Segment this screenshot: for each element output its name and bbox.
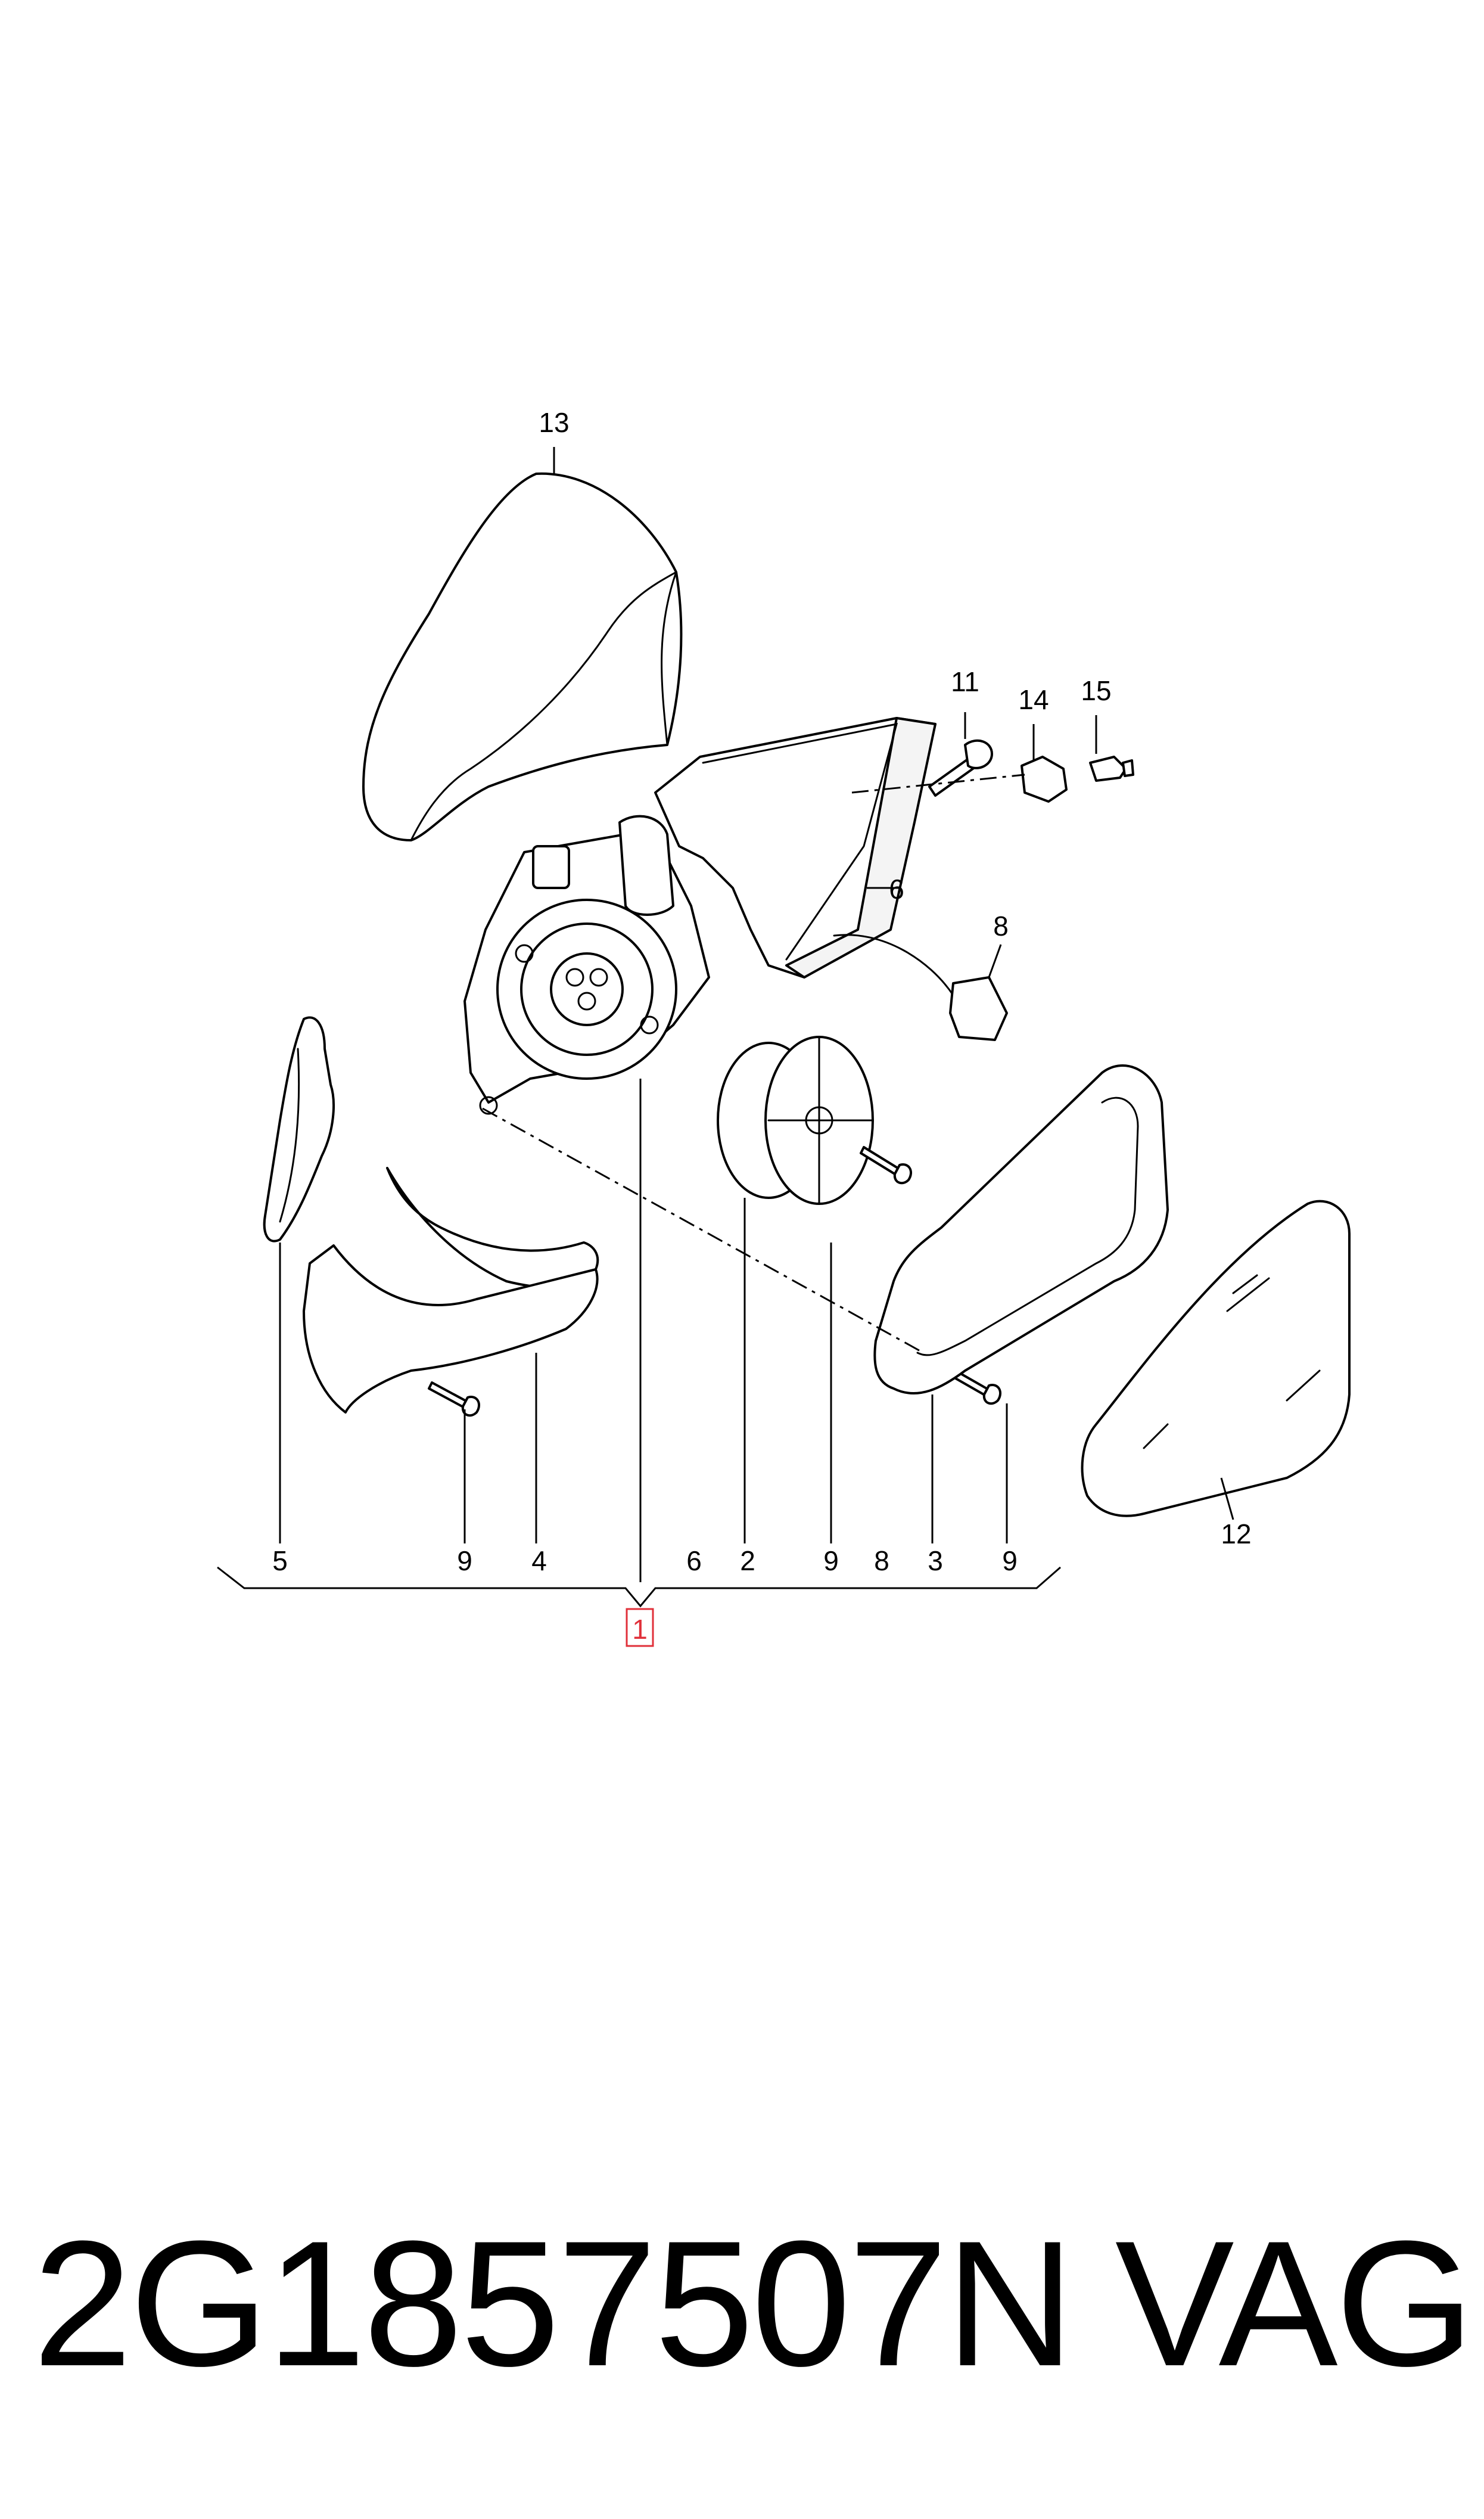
mounting-axis-line bbox=[851, 774, 1025, 794]
mirror-actuator-unit bbox=[463, 815, 710, 1115]
label-3: 3 bbox=[928, 1545, 943, 1576]
glass-frame-part bbox=[873, 1064, 1169, 1394]
label-5: 5 bbox=[272, 1545, 288, 1576]
exploded-mirror-diagram: 13 11 14 15 6 8 12 5 9 4 6 2 9 8 3 9 1 bbox=[217, 407, 1351, 1647]
label-8-top: 8 bbox=[993, 911, 1009, 942]
footer: 2G1857507N VAG bbox=[0, 2205, 1484, 2402]
label-11: 11 bbox=[951, 666, 979, 697]
label-15: 15 bbox=[1081, 675, 1111, 706]
assembly-bracket bbox=[217, 1566, 1061, 1608]
label-2: 2 bbox=[740, 1545, 755, 1576]
label-6-bottom: 6 bbox=[686, 1545, 702, 1576]
brand-name: VAG bbox=[1115, 2203, 1474, 2403]
label-9-c: 9 bbox=[1002, 1545, 1018, 1576]
assembly-highlight-box bbox=[626, 1608, 654, 1647]
screw-11-part bbox=[928, 739, 993, 797]
screw-15-part bbox=[1089, 756, 1134, 782]
label-9-a: 9 bbox=[457, 1545, 472, 1576]
lower-cover-part bbox=[303, 1167, 599, 1414]
label-8-bottom: 8 bbox=[874, 1545, 889, 1576]
assembly-axis-line bbox=[482, 1107, 924, 1354]
mirror-glass-part bbox=[1081, 1200, 1351, 1517]
connector-8-part bbox=[833, 934, 1008, 1041]
mirror-base-part bbox=[654, 717, 937, 979]
part-number: 2G1857507N bbox=[33, 2203, 1075, 2403]
leader-lines bbox=[279, 447, 1234, 1582]
clip-14-part bbox=[1021, 756, 1068, 803]
label-9-b: 9 bbox=[823, 1545, 839, 1576]
label-6-top: 6 bbox=[889, 874, 904, 905]
turn-signal-part bbox=[263, 1016, 335, 1243]
label-4: 4 bbox=[531, 1545, 547, 1576]
label-13: 13 bbox=[539, 407, 569, 438]
adjustment-motor-part bbox=[717, 1036, 874, 1205]
mirror-cap-part bbox=[362, 472, 683, 841]
label-14: 14 bbox=[1018, 684, 1049, 715]
label-1-assembly: 1 bbox=[632, 1614, 648, 1645]
label-12: 12 bbox=[1221, 1518, 1251, 1549]
